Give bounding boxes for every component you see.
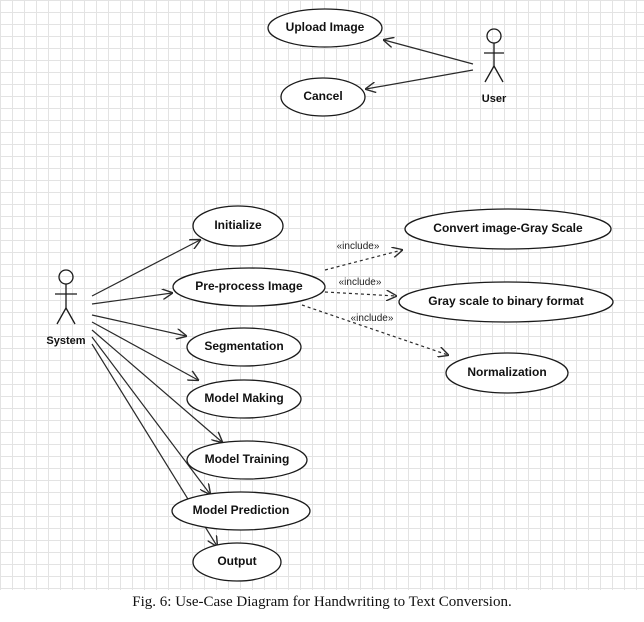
use-case-cancel-label: Cancel (303, 89, 342, 103)
assoc-user-cancel (366, 69, 474, 89)
use-case-model-prediction: Model Prediction (171, 491, 311, 531)
use-case-gray-to-binary: Gray scale to binary format (398, 281, 614, 323)
include-label-2: «include» (339, 277, 382, 288)
use-case-output-label: Output (217, 554, 256, 568)
figure-caption: Fig. 6: Use-Case Diagram for Handwriting… (132, 594, 512, 610)
system-actor-label: System (46, 335, 85, 347)
assoc-user-upload (384, 40, 474, 65)
use-case-preprocess-image: Pre-process Image (172, 267, 326, 307)
use-case-segmentation: Segmentation (186, 327, 302, 367)
use-case-initialize: Initialize (192, 205, 284, 247)
include-label-3: «include» (351, 313, 394, 324)
use-case-model-making: Model Making (186, 379, 302, 419)
include-label-1: «include» (337, 241, 380, 252)
assoc-system-initialize (91, 240, 200, 297)
user-actor-label: User (482, 93, 507, 105)
use-case-cancel: Cancel (280, 77, 366, 117)
system-actor-head (58, 269, 74, 285)
use-case-upload-image: Upload Image (267, 8, 383, 48)
use-case-output: Output (192, 542, 282, 582)
user-actor-head (486, 28, 502, 44)
include-normalization (301, 304, 448, 355)
use-case-model-prediction-label: Model Prediction (193, 503, 290, 517)
use-case-model-training: Model Training (186, 440, 308, 480)
use-case-diagram: User System «include» «include» «include… (46, 8, 614, 582)
use-case-normalization-label: Normalization (467, 365, 546, 379)
system-actor: System (46, 269, 86, 347)
use-case-gray-to-binary-label: Gray scale to binary format (428, 294, 583, 308)
assoc-system-segmentation (91, 314, 186, 336)
use-case-model-training-label: Model Training (205, 452, 290, 466)
assoc-system-model-making (91, 321, 198, 380)
use-case-normalization: Normalization (445, 352, 569, 394)
assoc-system-preprocess (91, 293, 172, 305)
use-case-upload-image-label: Upload Image (286, 20, 365, 34)
use-case-model-making-label: Model Making (204, 391, 283, 405)
use-case-initialize-label: Initialize (214, 218, 262, 232)
use-case-convert-gray: Convert image-Gray Scale (404, 208, 612, 250)
use-case-convert-gray-label: Convert image-Gray Scale (433, 221, 583, 235)
user-actor: User (482, 28, 507, 105)
include-gray-to-binary (324, 292, 396, 296)
diagram-canvas: User System «include» «include» «include… (0, 0, 644, 590)
assoc-system-model-prediction (91, 336, 210, 494)
assoc-system-model-training (91, 329, 222, 442)
include-convert-gray (324, 250, 402, 271)
use-case-segmentation-label: Segmentation (204, 339, 283, 353)
use-case-preprocess-image-label: Pre-process Image (195, 279, 303, 293)
